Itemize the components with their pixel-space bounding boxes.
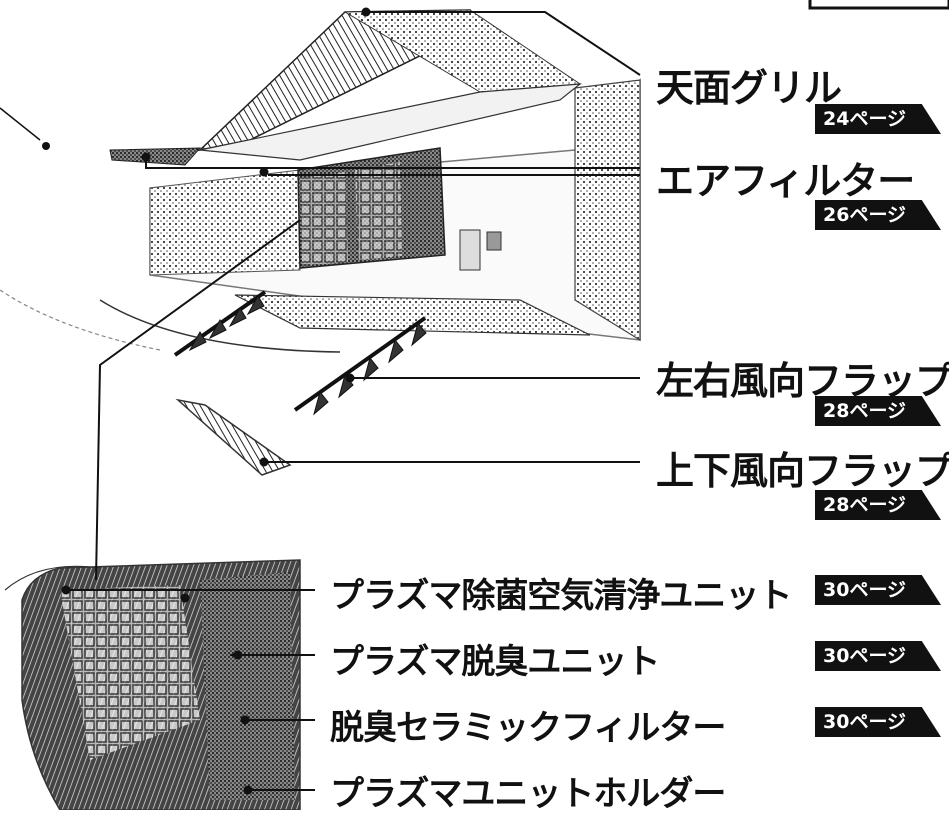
label-lr-flap: 左右風向フラップ xyxy=(656,359,949,403)
badge-top-grille-text: 24ページ xyxy=(823,108,907,130)
label-ud-flap: 上下風向フラップ xyxy=(656,449,949,493)
inset-detail xyxy=(4,559,301,810)
badge-ud-flap-text: 28ページ xyxy=(823,494,907,516)
label-top-grille: 天面グリル xyxy=(656,66,842,110)
top-grille-illustration xyxy=(109,9,582,166)
label-plasma-holder: プラズマユニットホルダー xyxy=(330,774,726,814)
label-air-filter: エアフィルター xyxy=(656,159,915,203)
label-ceramic-filter: 脱臭セラミックフィルター xyxy=(330,708,726,748)
wall-dot xyxy=(42,142,50,150)
callout-lines xyxy=(66,11,641,791)
badge-plasma-deodorizer[interactable]: 30ページ xyxy=(815,641,941,671)
badge-lr-flap-text: 28ページ xyxy=(823,400,907,422)
callout-dots xyxy=(61,7,371,795)
wall-edge xyxy=(0,289,161,351)
label-plasma-air-purifier: プラズマ除菌空気清浄ユニット xyxy=(330,576,792,616)
badge-ceramic-filter[interactable]: 30ページ xyxy=(815,707,941,737)
badge-air-filter[interactable]: 26ページ xyxy=(815,200,941,230)
label-plasma-deodorizer: プラズマ脱臭ユニット xyxy=(330,642,660,682)
badge-plasma-deodorizer-text: 30ページ xyxy=(823,645,907,667)
badge-plasma-air-purifier-text: 30ページ xyxy=(823,579,907,601)
badge-lr-flap[interactable]: 28ページ xyxy=(815,396,941,426)
up-down-flap-illustration xyxy=(175,398,292,476)
indoor-unit xyxy=(99,78,641,353)
badge-air-filter-text: 26ページ xyxy=(823,204,907,226)
corner-frame xyxy=(808,0,949,10)
badge-top-grille[interactable]: 24ページ xyxy=(815,104,941,134)
wall-line xyxy=(0,107,41,141)
badge-ud-flap[interactable]: 28ページ xyxy=(815,490,941,520)
badge-plasma-air-purifier[interactable]: 30ページ xyxy=(815,575,941,605)
badge-ceramic-filter-text: 30ページ xyxy=(823,711,907,733)
left-right-flap-illustration xyxy=(173,290,427,416)
